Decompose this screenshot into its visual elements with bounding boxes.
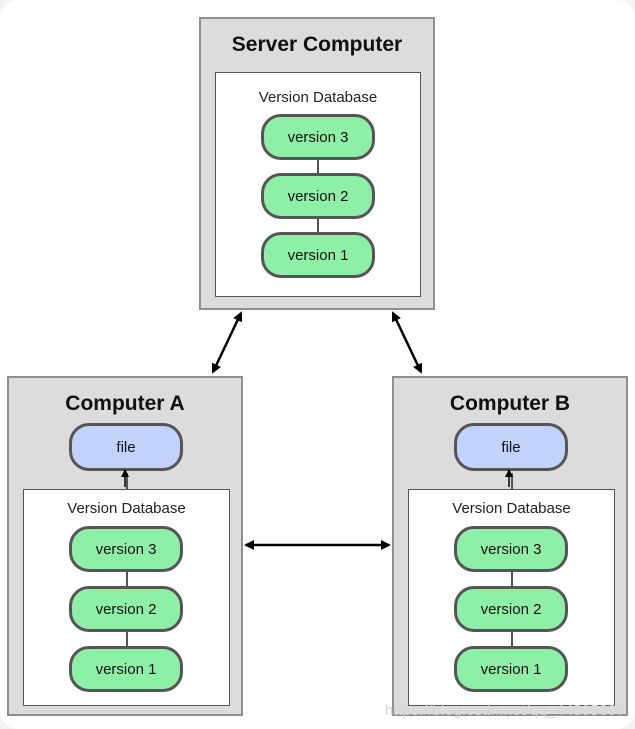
computer-b-file-link (511, 473, 513, 489)
server-link-2-1 (317, 218, 319, 236)
arrow-server-computer-a (211, 311, 243, 374)
computer-a-link-3-2 (126, 572, 128, 590)
computer-a-version-database: Version Database version 3 version 2 ver… (23, 489, 230, 706)
computer-a-link-2-1 (126, 632, 128, 650)
arrow-server-computer-b (391, 311, 423, 374)
server-version-2: version 2 (261, 173, 375, 219)
computer-a-title: Computer A (65, 392, 185, 415)
server-version-3: version 3 (261, 114, 375, 160)
server-computer: Server Computer Version Database version… (199, 17, 435, 310)
computer-a-file-link (126, 473, 128, 489)
server-link-3-2 (317, 159, 319, 177)
computer-a-version-2: version 2 (69, 586, 183, 632)
computer-a-version-3: version 3 (69, 526, 183, 572)
computer-b-file: file (454, 423, 568, 471)
computer-a: Computer A file Version Database version… (7, 376, 243, 716)
computer-b-link-3-2 (511, 572, 513, 590)
computer-b: Computer B file Version Database version… (392, 376, 628, 716)
server-version-database: Version Database version 3 version 2 ver… (215, 72, 421, 297)
server-computer-title: Server Computer (231, 33, 403, 56)
computer-b-version-3: version 3 (454, 526, 568, 572)
computer-a-file: file (69, 423, 183, 471)
watermark-text: https://blog.csdn.net/qq_44895397 (384, 702, 625, 719)
computer-b-version-2: version 2 (454, 586, 568, 632)
computer-a-db-title: Version Database (67, 500, 186, 517)
computer-b-version-1: version 1 (454, 646, 568, 692)
computer-b-db-title: Version Database (452, 500, 571, 517)
server-db-title: Version Database (258, 89, 378, 106)
server-version-1: version 1 (261, 232, 375, 278)
computer-b-version-database: Version Database version 3 version 2 ver… (408, 489, 615, 706)
computer-b-link-2-1 (511, 632, 513, 650)
computer-b-title: Computer B (449, 392, 571, 415)
computer-a-version-1: version 1 (69, 646, 183, 692)
